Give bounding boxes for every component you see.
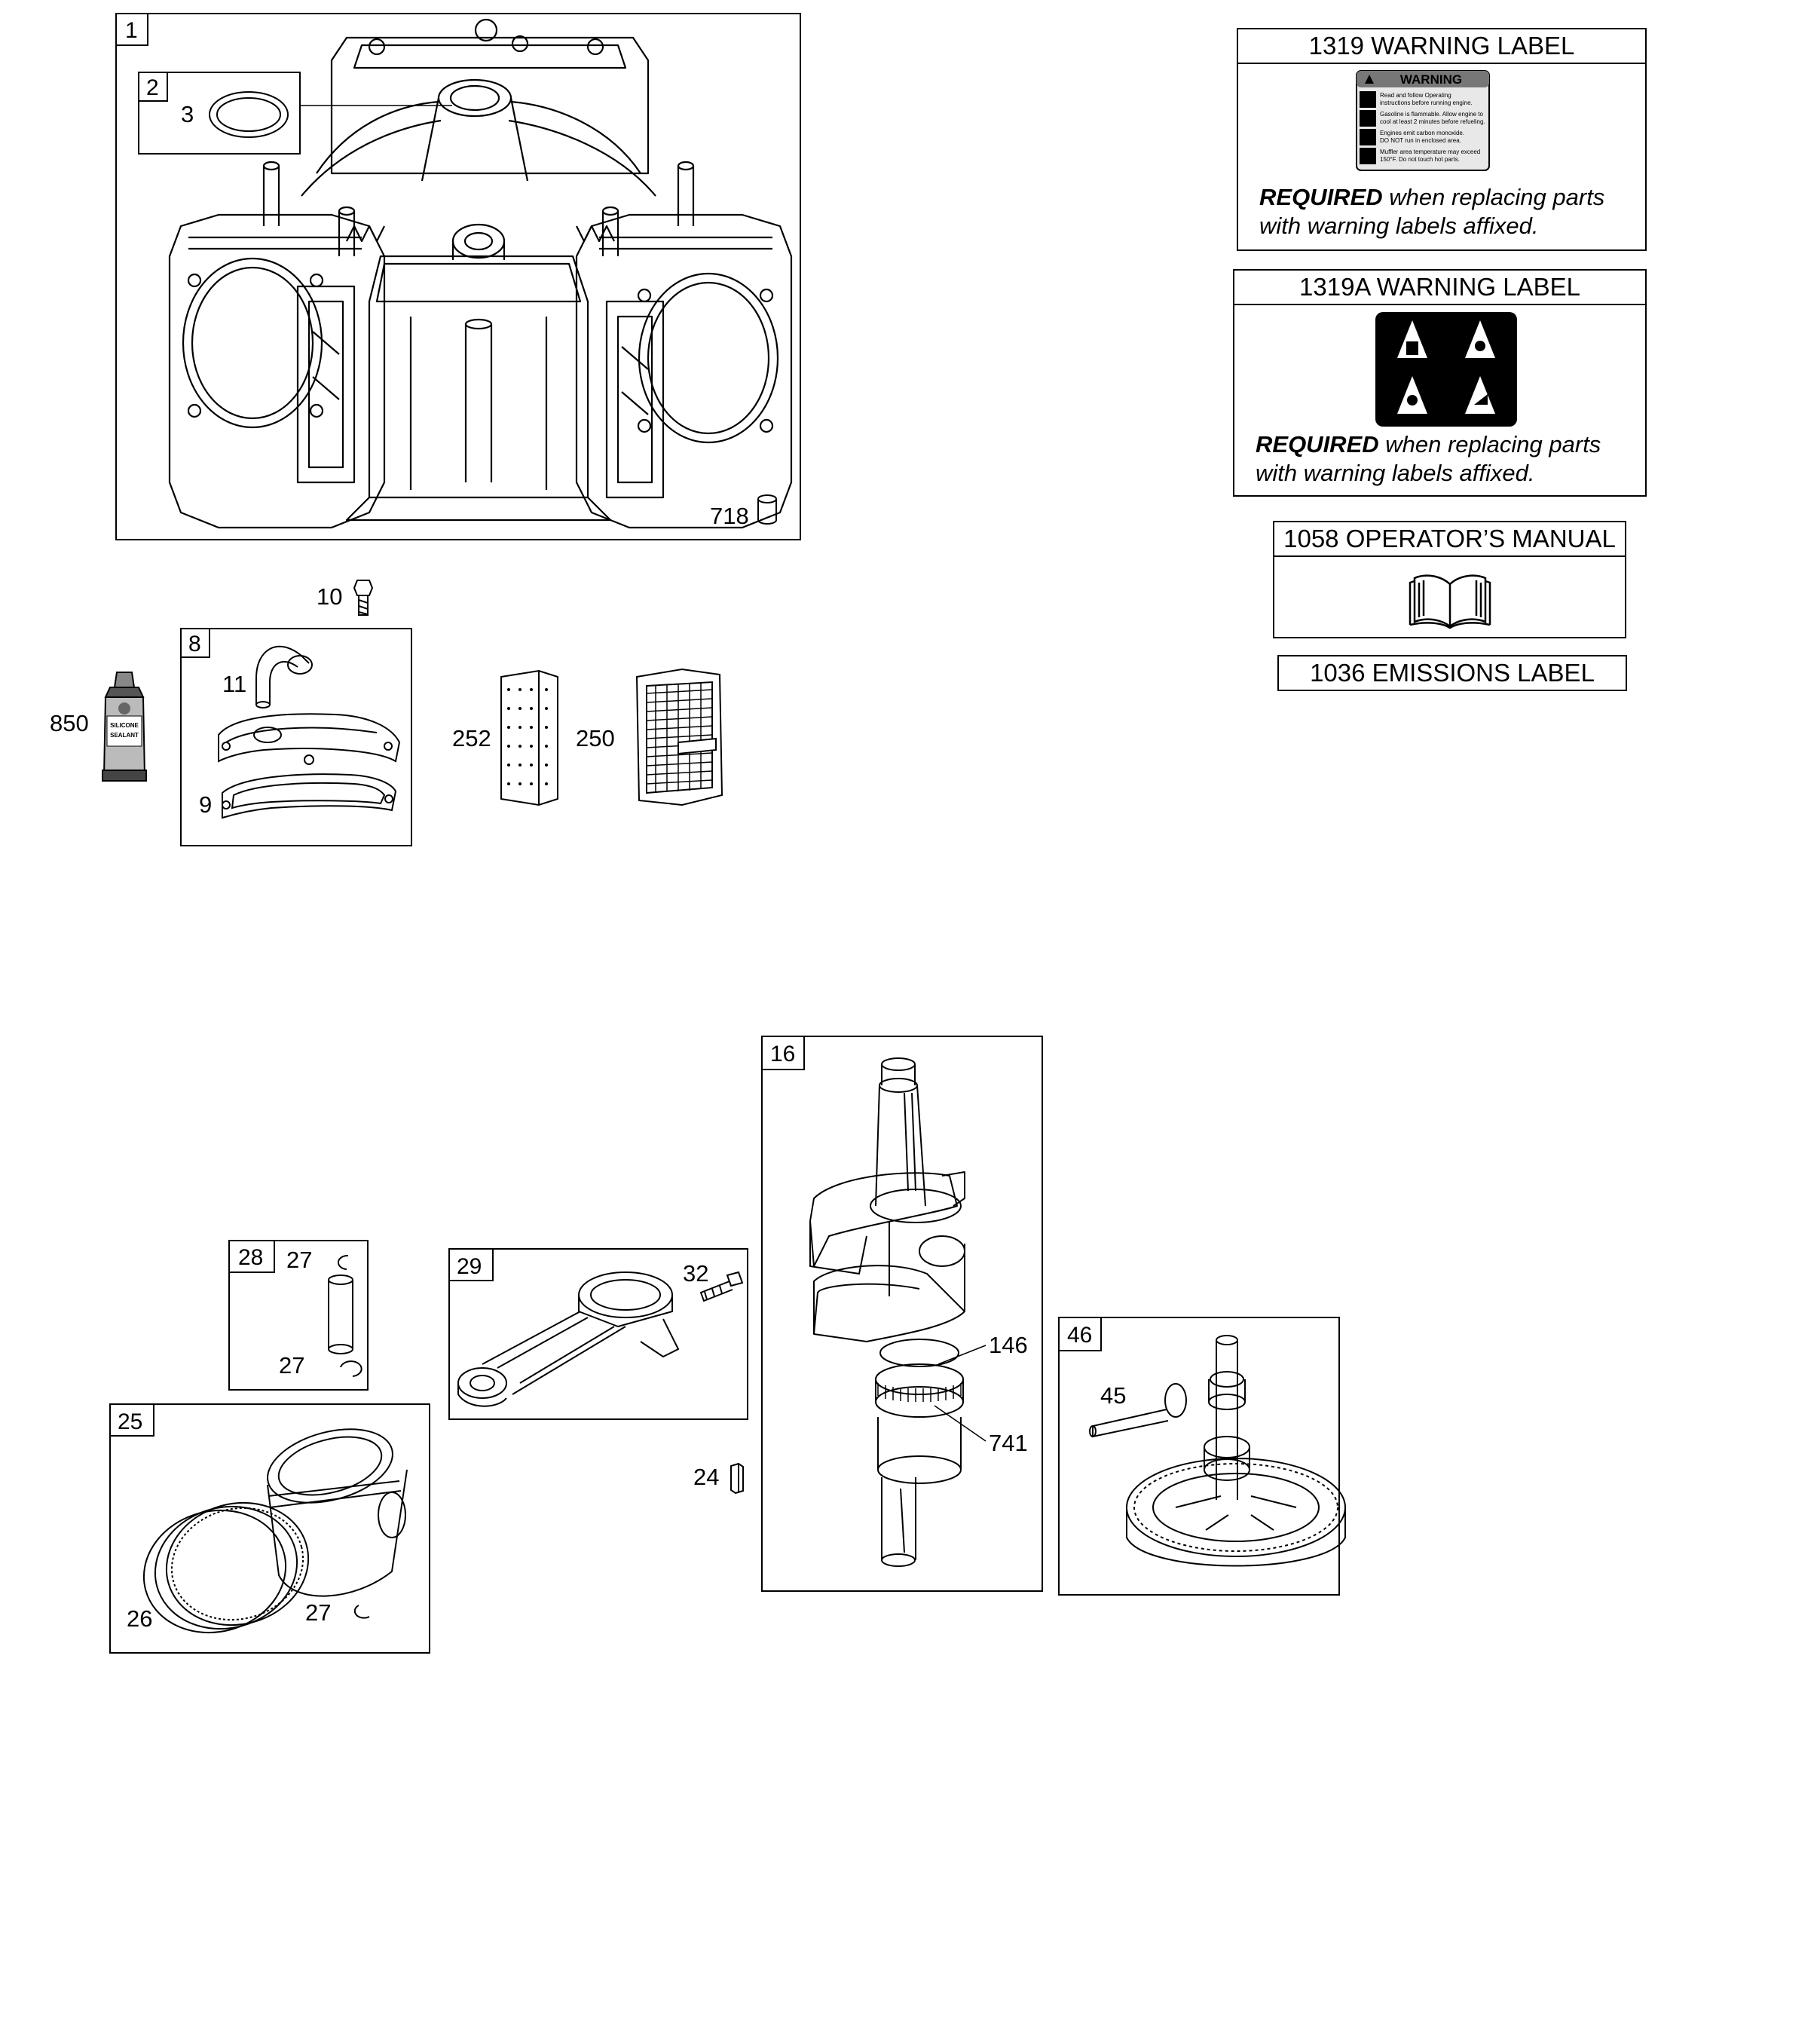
callout-26: 26: [127, 1605, 152, 1632]
sealant-text: SILICONE: [110, 722, 139, 729]
box-16-crankshaft: 16 146 741: [761, 1036, 1043, 1592]
box-46-camshaft: 46 45: [1058, 1317, 1346, 1596]
callout-1: 1: [125, 18, 138, 43]
cylinder-block-drawing: [168, 18, 793, 529]
callout-25: 25: [118, 1409, 142, 1434]
callout-27-top: 27: [286, 1247, 312, 1273]
panel-1036-emissions-label: 1036 EMISSIONS LABEL: [1277, 655, 1627, 691]
panel-1319-required: REQUIRED when replacing parts: [1259, 183, 1604, 212]
camshaft: [1204, 1335, 1250, 1500]
callout-718: 718: [710, 503, 749, 529]
callout-32: 32: [683, 1260, 708, 1287]
callout-2: 2: [146, 75, 159, 100]
sticker-line-2: instructions before running engine.: [1380, 99, 1473, 106]
callout-46: 46: [1067, 1323, 1092, 1348]
compression-release-45: [1089, 1383, 1187, 1438]
callout-16: 16: [770, 1042, 795, 1066]
callout-252: 252: [452, 725, 491, 751]
sticker-line-5: Engines emit carbon monoxide.: [1380, 130, 1464, 136]
warning-sticker-1319a: [1375, 312, 1517, 427]
breather-tube-11: [255, 645, 313, 708]
panel-1319a-required: REQUIRED when replacing parts: [1256, 430, 1601, 459]
sticker-line-4: cool at least 2 minutes before refueling…: [1380, 118, 1485, 125]
gasket-9: [222, 773, 397, 819]
washer-3: [209, 91, 289, 138]
callout-27-bottom: 27: [279, 1352, 304, 1379]
sticker-line-1: Read and follow Operating: [1380, 92, 1451, 99]
cam-gear: [1126, 1458, 1346, 1567]
key-24: [730, 1462, 744, 1495]
callout-27-piston: 27: [305, 1599, 331, 1626]
book-icon: [1409, 574, 1491, 629]
panel-1319-required-line2: with warning labels affixed.: [1259, 213, 1539, 239]
sticker-line-8: 150°F. Do not touch hot parts.: [1380, 156, 1460, 163]
connecting-rod: [457, 1271, 679, 1407]
warning-sticker-heading: WARNING: [1400, 72, 1462, 87]
circlip-27-bottom: [340, 1360, 362, 1377]
bolt-10: [353, 580, 374, 616]
callout-8: 8: [188, 632, 201, 656]
callout-29: 29: [457, 1254, 482, 1279]
sticker-line-6: DO NOT run in enclosed area.: [1380, 137, 1461, 144]
box-1-cylinder-block: 1: [115, 13, 801, 540]
panel-1319a-warning-label: 1319A WARNING LABEL REQUIRED when replac…: [1233, 269, 1647, 497]
callout-146: 146: [989, 1332, 1028, 1358]
panel-1319-title: 1319 WARNING LABEL: [1238, 29, 1645, 64]
panel-1319-warning-label: 1319 WARNING LABEL WARNING Read and foll…: [1237, 28, 1647, 251]
sticker-line-3: Gasoline is flammable. Allow engine to: [1380, 111, 1484, 118]
required-bold: REQUIRED: [1259, 184, 1383, 210]
piston-pin: [328, 1275, 353, 1354]
callout-10: 10: [317, 583, 342, 610]
sub-box-2: 2 3: [138, 72, 452, 155]
required-bold-a: REQUIRED: [1256, 431, 1379, 457]
rod-bolt-32: [699, 1271, 744, 1302]
callout-3: 3: [181, 101, 194, 127]
warning-sticker-1319: WARNING Read and follow Operating instru…: [1356, 70, 1490, 171]
crankshaft-drawing: [809, 1057, 965, 1567]
breather-cover: [218, 713, 401, 765]
sealant-text-2: SEALANT: [110, 732, 139, 739]
required-rest: when replacing parts: [1382, 184, 1605, 210]
filter-screen-250: [635, 668, 723, 806]
dowel-pin-718: [757, 494, 777, 525]
callout-741: 741: [989, 1430, 1028, 1456]
circlip-27-piston: [353, 1605, 370, 1619]
panel-1319a-required-line2: with warning labels affixed.: [1256, 460, 1535, 486]
callout-45: 45: [1100, 1382, 1126, 1409]
panel-1319a-title: 1319A WARNING LABEL: [1234, 271, 1645, 305]
box-28-piston-pin: 28 27 27: [228, 1240, 369, 1391]
box-8-breather: 8 11 9: [180, 628, 412, 846]
callout-850: 850: [50, 710, 89, 736]
sticker-line-7: Muffler area temperature may exceed: [1380, 148, 1480, 155]
callout-24: 24: [693, 1464, 719, 1490]
box-29-connecting-rod: 29 32: [448, 1248, 748, 1420]
panel-1058-operators-manual: 1058 OPERATOR’S MANUAL: [1273, 521, 1626, 638]
sealant-tube-850: SILICONE SEALANT: [102, 672, 147, 782]
callout-250: 250: [576, 725, 615, 751]
piston: [267, 1428, 408, 1597]
callout-9: 9: [199, 791, 212, 818]
required-rest-a: when replacing parts: [1378, 431, 1601, 457]
piston-rings: [142, 1501, 310, 1634]
circlip-27-top: [338, 1254, 349, 1270]
filter-252: [500, 669, 558, 806]
callout-28: 28: [238, 1245, 263, 1270]
callout-11: 11: [222, 671, 246, 697]
box-25-piston-rings: 25 26 27: [109, 1403, 430, 1654]
panel-1058-title: 1058 OPERATOR’S MANUAL: [1274, 522, 1625, 557]
